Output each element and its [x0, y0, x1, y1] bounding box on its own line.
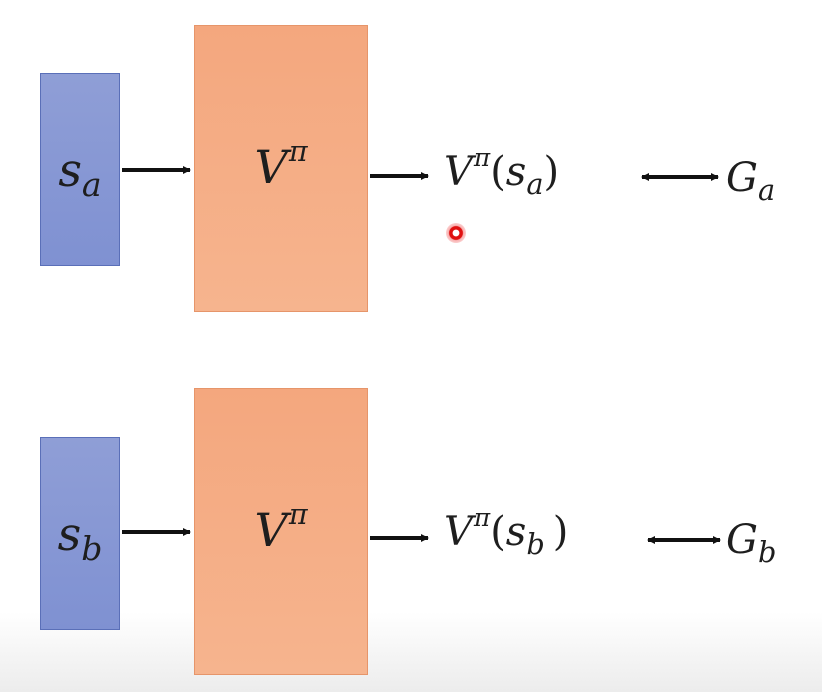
return-label-a: Ga — [726, 155, 776, 208]
state-label-b: sb — [57, 506, 103, 569]
state-box-a: sa — [40, 73, 120, 266]
value-function-box-b: Vπ — [194, 388, 368, 675]
value-function-label-b: Vπ — [254, 497, 308, 557]
value-output-a: Vπ(sa) — [444, 142, 560, 202]
bottom-fade — [0, 612, 822, 692]
value-function-box-a: Vπ — [194, 25, 368, 312]
state-box-b: sb — [40, 437, 120, 630]
pointer-cursor — [446, 223, 466, 243]
value-function-label-a: Vπ — [254, 134, 308, 194]
state-label-a: sa — [58, 142, 102, 205]
value-output-b: Vπ(sb ) — [444, 502, 569, 562]
return-label-b: Gb — [726, 517, 777, 570]
